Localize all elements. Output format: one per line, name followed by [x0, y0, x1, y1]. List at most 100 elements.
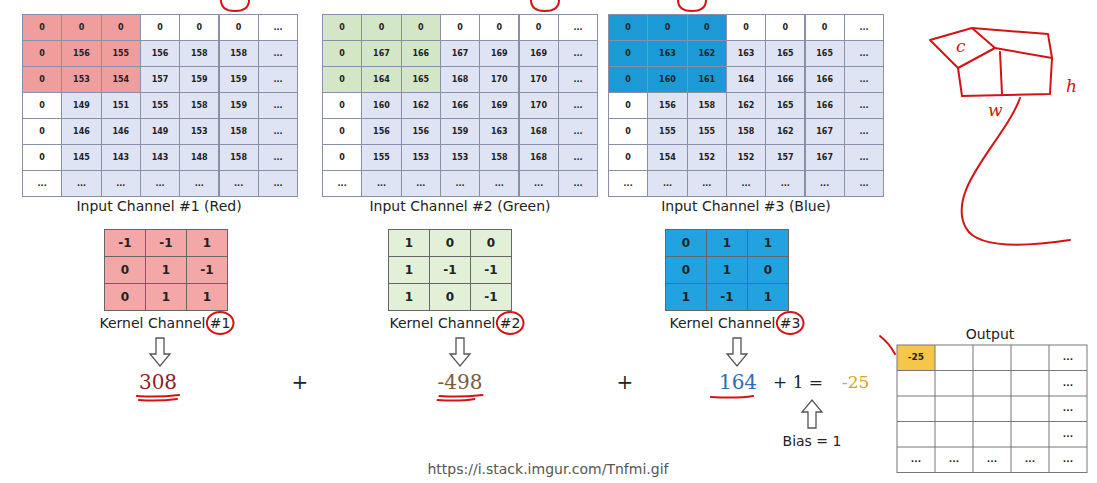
- input-cell: 167: [805, 144, 845, 171]
- input-cell: 155: [647, 118, 687, 145]
- input-cell: ...: [440, 170, 480, 197]
- input-cell: 166: [805, 66, 845, 93]
- kernel-cell: 0: [104, 283, 146, 311]
- kernel-cell: 0: [429, 283, 471, 311]
- kernel-cell: -1: [104, 229, 146, 257]
- input-cell: 0: [608, 66, 648, 93]
- input-cell: 153: [401, 144, 441, 171]
- kernel-caption: Kernel Channel #3: [670, 315, 801, 332]
- channel-caption: Input Channel #1 (Red): [76, 198, 241, 215]
- input-cell: ...: [558, 14, 598, 41]
- input-cell: 149: [61, 92, 101, 119]
- bias-sum: + 1 =: [773, 374, 823, 391]
- input-cell: 159: [219, 92, 259, 119]
- input-cell: 143: [140, 144, 180, 171]
- input-cell: 166: [401, 40, 441, 67]
- input-cell: 163: [726, 40, 766, 67]
- channel-caption: Input Channel #3 (Blue): [661, 198, 831, 215]
- input-cell: 0: [61, 14, 101, 41]
- partial-sum: 308: [139, 372, 177, 392]
- input-cell: 155: [361, 144, 401, 171]
- input-cell: 158: [219, 40, 259, 67]
- input-cell: 162: [726, 92, 766, 119]
- input-cell: 0: [765, 14, 805, 41]
- input-cell: 158: [687, 92, 727, 119]
- input-cell: 166: [765, 66, 805, 93]
- input-cell: ...: [844, 118, 884, 145]
- input-cell: 170: [479, 66, 519, 93]
- kernel-cell: 1: [706, 256, 748, 284]
- ink-underline: [438, 399, 475, 401]
- output-cell: ...: [1049, 447, 1087, 473]
- input-cell: 152: [687, 144, 727, 171]
- input-cell: ...: [558, 170, 598, 197]
- input-cell: 168: [519, 144, 559, 171]
- input-cell: ...: [361, 170, 401, 197]
- input-cell: 0: [322, 144, 362, 171]
- down-arrow: [150, 338, 170, 366]
- input-cell: 155: [687, 118, 727, 145]
- input-cell: 0: [608, 144, 648, 171]
- input-cell: 156: [401, 118, 441, 145]
- input-cell: 160: [647, 66, 687, 93]
- output-grid: [897, 345, 1087, 473]
- input-cell: 160: [361, 92, 401, 119]
- input-cell: 162: [687, 40, 727, 67]
- kernel-cell: -1: [706, 283, 748, 311]
- input-cell: 165: [765, 40, 805, 67]
- ink-sketch: [972, 28, 1052, 58]
- input-cell: 0: [322, 92, 362, 119]
- input-cell: 156: [647, 92, 687, 119]
- input-cell: 159: [440, 118, 480, 145]
- input-cell: 158: [479, 144, 519, 171]
- input-cell: ...: [844, 170, 884, 197]
- channel-caption: Input Channel #2 (Green): [369, 198, 550, 215]
- input-cell: ...: [258, 144, 298, 171]
- input-cell: 153: [440, 144, 480, 171]
- input-cell: 158: [219, 144, 259, 171]
- input-cell: 0: [322, 40, 362, 67]
- input-cell: 166: [805, 92, 845, 119]
- sketch-letter: w: [988, 102, 1003, 119]
- ink-underline: [711, 396, 753, 398]
- input-cell: 0: [22, 66, 62, 93]
- input-cell: ...: [844, 144, 884, 171]
- ink-circle: [531, 0, 559, 11]
- ink-underline: [440, 395, 483, 397]
- input-cell: ...: [647, 170, 687, 197]
- input-cell: ...: [258, 170, 298, 197]
- kernel-caption: Kernel Channel #2: [390, 315, 521, 332]
- input-cell: ...: [258, 118, 298, 145]
- kernel-cell: 1: [145, 256, 187, 284]
- input-cell: 157: [765, 144, 805, 171]
- ink-circle: [678, 0, 706, 11]
- kernel-cell: -1: [145, 229, 187, 257]
- input-cell: 155: [101, 40, 141, 67]
- input-cell: 170: [519, 66, 559, 93]
- input-cell: ...: [22, 170, 62, 197]
- plus-sign: +: [292, 372, 309, 392]
- ink-sketch: [958, 58, 1052, 96]
- input-cell: ...: [687, 170, 727, 197]
- input-cell: 154: [647, 144, 687, 171]
- input-cell: ...: [479, 170, 519, 197]
- input-cell: 163: [479, 118, 519, 145]
- input-cell: 162: [401, 92, 441, 119]
- input-cell: 161: [687, 66, 727, 93]
- input-cell: 169: [479, 40, 519, 67]
- ink-underline: [139, 399, 177, 401]
- input-cell: ...: [558, 92, 598, 119]
- up-arrow: [802, 400, 822, 428]
- output-cell: ...: [1049, 396, 1087, 422]
- ink-sketch: [930, 28, 995, 68]
- kernel-cell: 0: [429, 229, 471, 257]
- input-cell: 162: [765, 118, 805, 145]
- input-cell: 163: [647, 40, 687, 67]
- kernel-cell: 1: [747, 283, 789, 311]
- input-cell: ...: [844, 14, 884, 41]
- input-cell: ...: [805, 170, 845, 197]
- source-caption: https://i.stack.imgur.com/Tnfmi.gif: [427, 461, 668, 478]
- input-cell: 0: [361, 14, 401, 41]
- input-cell: ...: [558, 144, 598, 171]
- input-cell: ...: [101, 170, 141, 197]
